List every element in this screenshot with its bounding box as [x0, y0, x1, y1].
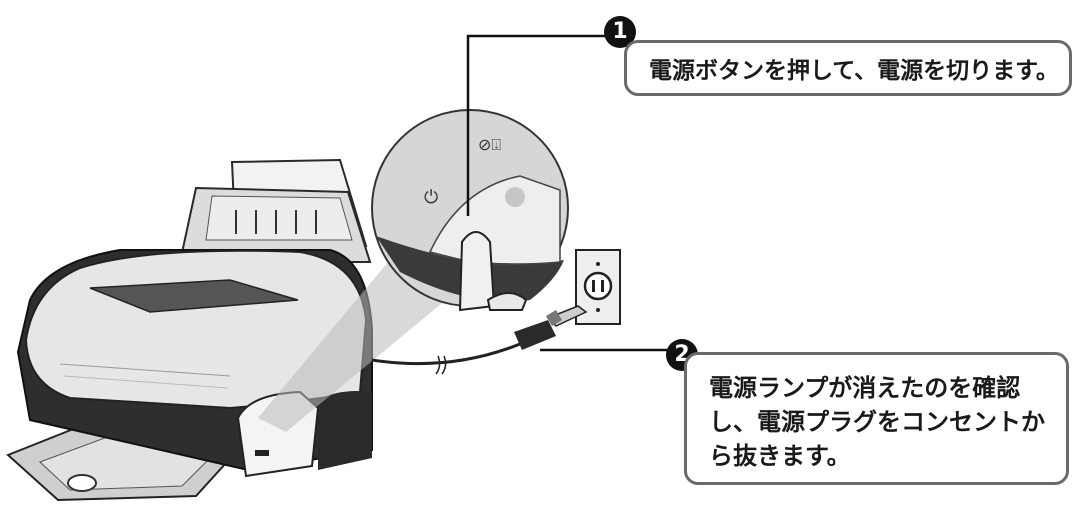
leader-line-1 [466, 34, 606, 216]
step-1-text: 電源ボタンを押して、電源を切ります。 [649, 58, 1059, 84]
step-2-text-line-2: し、電源プラグをコンセントか [709, 408, 1045, 436]
step-2-text-line-1: 電源ランプが消えたのを確認 [709, 374, 1021, 402]
power-plug [371, 305, 588, 375]
step-1-badge: 1 [604, 16, 636, 48]
step-1-callout: 電源ボタンを押して、電源を切ります。 [624, 40, 1072, 96]
zoomed-control-panel: ⊘⍗ ⏻ [371, 109, 569, 312]
step-2-text-line-3: ら抜きます。 [709, 442, 851, 470]
svg-text:⊘⍗: ⊘⍗ [478, 135, 501, 154]
finger [458, 231, 496, 312]
zoom-cone [258, 238, 458, 432]
svg-text:⏻: ⏻ [424, 187, 438, 208]
step-2-callout: 電源ランプが消えたのを確認 し、電源プラグをコンセントか ら抜きます。 [684, 352, 1069, 485]
paper-support [178, 158, 372, 263]
